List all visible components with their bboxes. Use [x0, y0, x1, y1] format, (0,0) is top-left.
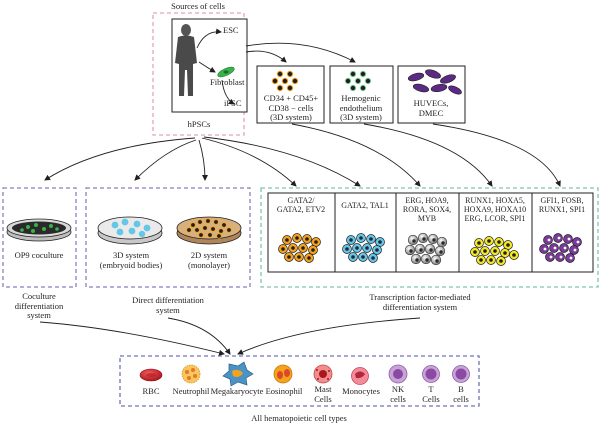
hemogenic-cells-icon [344, 70, 372, 92]
nk-cells-label: NK cells [390, 384, 406, 404]
fibroblast-label: Fibroblast [210, 77, 245, 87]
rbc-label: RBC [142, 386, 160, 396]
huvec-cells-icon [407, 69, 462, 95]
op9-dish-icon [6, 218, 72, 242]
arrow-tf-to-blood [237, 317, 421, 355]
neutrophil-icon [181, 364, 201, 384]
arrow-to-esc [196, 28, 222, 49]
coculture-box [2, 187, 77, 288]
human-silhouette-icon [175, 24, 197, 96]
t-cells-label: T Cells [422, 384, 440, 404]
arrow-direct-to-blood [167, 317, 231, 355]
b-cell-icon [452, 365, 470, 383]
megakaryocyte-label: Megakaryocyte [210, 386, 264, 396]
sources-title: Sources of cells [171, 1, 225, 11]
embryoid-label: 3D system (embryoid bodies) [99, 250, 163, 270]
eosinophil-label: Eosinophil [265, 386, 303, 396]
tf-box [260, 187, 599, 288]
monolayer-dish-icon [176, 216, 242, 245]
monolayer-label: 2D system (monolayer) [187, 250, 231, 270]
arrow-sources-to-hemogenic [245, 42, 356, 63]
arrow-to-tf2 [203, 136, 361, 187]
arrow-hemogenic-to-tf4 [363, 123, 493, 187]
fibroblast-nucleus-icon [223, 70, 229, 74]
arrow-to-coculture [44, 137, 196, 181]
arrow-sources-to-cd34 [245, 50, 287, 63]
arrow-to-fibroblast [198, 61, 216, 73]
sources-box [152, 12, 245, 136]
arrow-to-ipsc [221, 79, 235, 105]
direct-box [85, 187, 251, 288]
hpscs-label: hPSCs [187, 119, 211, 129]
hemogenic-label: Hemogenic endothelium (3D system) [339, 93, 383, 123]
arrow-huvec-to-tf5 [432, 123, 561, 187]
tf-panel-4-label: RUNX1, HOXA5, HOXA9, HOXA10 ERG, LCOR, S… [463, 196, 527, 223]
neutrophil-label: Neutrophil [172, 386, 210, 396]
ipsc-label: iPSC [224, 98, 242, 108]
coculture-system-label: Coculture differentiation system [14, 291, 64, 321]
tf-panel-5-label: GFI1, FOSB, RUNX1, SPI1 [538, 196, 586, 214]
tf-system-label: Transcription factor-mediated differenti… [369, 292, 471, 312]
arrow-to-embryoid [134, 139, 197, 181]
mast-cell-icon [313, 364, 333, 384]
hematopoietic-box [119, 355, 480, 407]
op9-label: OP9 coculture [14, 250, 64, 260]
tf-panel-2-label: GATA2, TAL1 [341, 201, 389, 210]
monocytes-label: Monocytes [342, 386, 380, 396]
cd34-label: CD34 + CD45+ CD38 − cells (3D system) [263, 93, 319, 123]
hematopoietic-footer: All hematopoietic cell types [251, 413, 347, 423]
arrow-coculture-to-blood [39, 321, 225, 356]
t-cell-icon [422, 365, 440, 383]
huvec-label: HUVECs, DMEC [413, 98, 449, 118]
tf-panel-3-label: ERG, HOA9, RORA, SOX4, MYB [402, 196, 452, 223]
cd34-cells-icon [271, 70, 299, 92]
mast-cells-label: Mast Cells [314, 384, 332, 404]
tf-panel-1-label: GATA2/ GATA2, ETV2 [276, 196, 326, 214]
direct-system-label: Direct differentiation system [132, 295, 204, 315]
embryoid-body-dish-icon [97, 216, 163, 245]
esc-label: ESC [223, 25, 239, 35]
b-cells-label: B cells [453, 384, 469, 404]
nk-cell-icon [388, 364, 408, 384]
monocyte-icon [351, 367, 369, 385]
arrow-to-tf1 [201, 137, 297, 187]
arrow-to-monolayer [198, 139, 208, 181]
eosinophil-icon [273, 364, 293, 384]
arrow-cd34-to-tf3 [291, 123, 421, 187]
megakaryocyte-icon [222, 361, 254, 387]
